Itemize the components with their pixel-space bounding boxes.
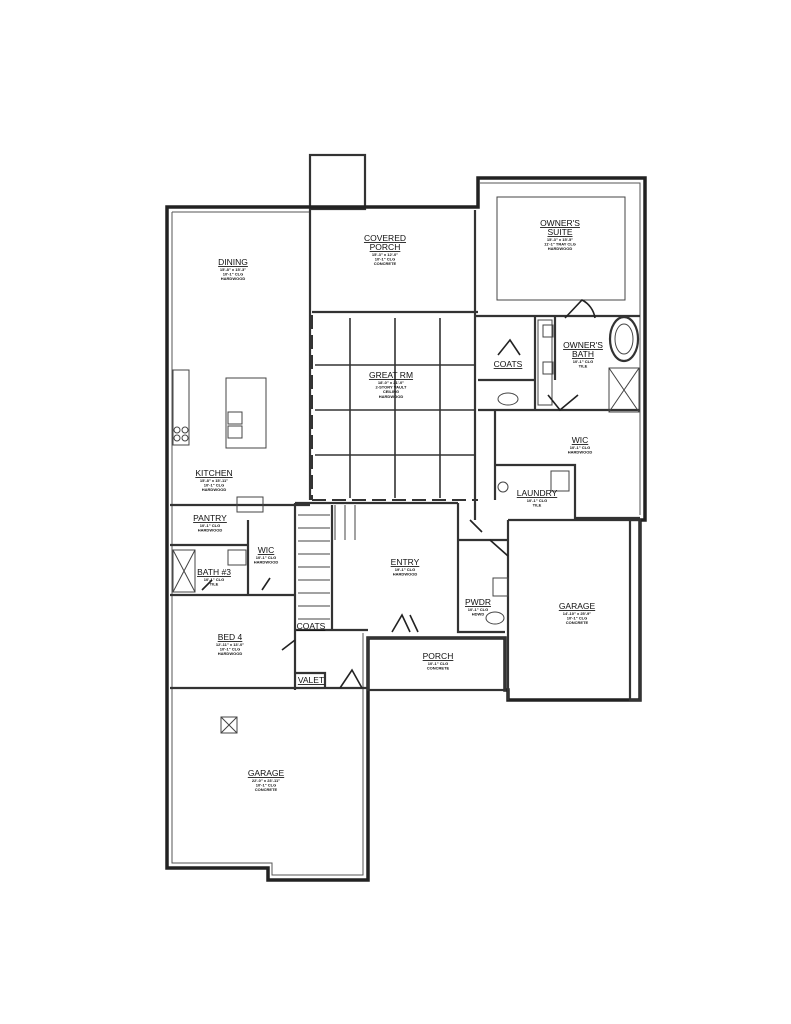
room-name: GARAGE bbox=[559, 601, 596, 611]
room-detail: 12'-11" x 13'-0" bbox=[216, 642, 244, 647]
room-coats-lower: COATS bbox=[297, 621, 326, 631]
room-detail: 14'-10" x 25'-9" bbox=[563, 611, 591, 616]
room-name: ENTRY bbox=[391, 557, 420, 567]
room-detail: 19'-1" CLG bbox=[395, 567, 415, 572]
room-detail: TILE bbox=[533, 503, 542, 508]
room-name: GREAT RM bbox=[369, 370, 413, 380]
room-detail: 10'-1" CLG bbox=[375, 257, 395, 262]
room-name: PORCH bbox=[423, 651, 454, 661]
room-name: BATH bbox=[572, 349, 594, 359]
room-name: VALET bbox=[298, 675, 324, 685]
fixtures bbox=[172, 315, 640, 734]
room-detail: HARDWOOD bbox=[254, 560, 279, 565]
room-name: COVERED bbox=[364, 233, 406, 243]
room-detail: HARDWOOD bbox=[379, 394, 404, 399]
bathtub bbox=[608, 315, 640, 363]
room-name: WIC bbox=[572, 435, 589, 445]
room-detail: HARDWOOD bbox=[202, 487, 227, 492]
room-name: SUITE bbox=[547, 227, 572, 237]
room-detail: 10'-1" CLG bbox=[223, 272, 243, 277]
room-detail: HDWD bbox=[472, 612, 485, 617]
room-detail: HARDWOOD bbox=[221, 276, 246, 281]
room-name: OWNER'S bbox=[540, 218, 580, 228]
room-detail: TILE bbox=[579, 364, 588, 369]
room-name: LAUNDRY bbox=[517, 488, 558, 498]
room-name: PWDR bbox=[465, 597, 491, 607]
room-detail: CONCRETE bbox=[374, 261, 397, 266]
room-detail: 15'-8" x 15'-11" bbox=[200, 478, 228, 483]
room-detail: 10'-1" CLG bbox=[573, 359, 593, 364]
room-name: WIC bbox=[258, 545, 275, 555]
room-detail: 18'-0" x 21'-0" bbox=[378, 380, 404, 385]
room-detail: HARDWOOD bbox=[568, 450, 593, 455]
great-room-beams bbox=[315, 318, 475, 498]
room-name: PANTRY bbox=[193, 513, 227, 523]
stairs bbox=[298, 505, 356, 620]
room-detail: CEILING bbox=[383, 389, 399, 394]
room-detail: 15'-8" x 15'-3" bbox=[220, 267, 246, 272]
room-detail: 11'-1" TRAY CLG bbox=[544, 242, 576, 247]
room-coats-upper: COATS bbox=[494, 359, 523, 369]
room-detail: 15'-3" x 12'-0" bbox=[372, 252, 398, 257]
room-name: OWNER'S bbox=[563, 340, 603, 350]
room-detail: 10'-1" CLG bbox=[204, 577, 224, 582]
room-detail: 10'-1" CLG bbox=[220, 647, 240, 652]
interior-walls bbox=[170, 196, 642, 702]
room-detail: 10'-1" CLG bbox=[200, 523, 220, 528]
room-detail: 2-STORY VAULT bbox=[376, 385, 407, 390]
room-valet: VALET bbox=[298, 675, 324, 685]
room-detail: 10'-1" CLG bbox=[468, 607, 488, 612]
room-name: KITCHEN bbox=[195, 468, 232, 478]
room-name: PORCH bbox=[370, 242, 401, 252]
room-detail: 10'-1" CLG bbox=[570, 445, 590, 450]
room-detail: 15'-3" x 15'-5" bbox=[547, 237, 573, 242]
room-detail: TILE bbox=[210, 582, 219, 587]
room-name: DINING bbox=[218, 257, 248, 267]
room-detail: 10'-1" CLG bbox=[256, 783, 276, 788]
room-name: COATS bbox=[297, 621, 326, 631]
room-detail: HARDWOOD bbox=[393, 572, 418, 577]
room-detail: HARDWOOD bbox=[198, 528, 223, 533]
room-detail: CONCRETE bbox=[255, 787, 278, 792]
toilet bbox=[497, 392, 519, 406]
room-name: BED 4 bbox=[218, 632, 243, 642]
room-detail: HARDWOOD bbox=[218, 651, 243, 656]
room-detail: 22'-0" x 23'-11" bbox=[252, 778, 280, 783]
doors bbox=[201, 299, 596, 689]
room-detail: CONCRETE bbox=[566, 620, 589, 625]
room-detail: 10'-1" CLG bbox=[204, 483, 224, 488]
room-detail: 10'-1" CLG bbox=[428, 661, 448, 666]
room-detail: CONCRETE bbox=[427, 666, 450, 671]
room-detail: HARDWOOD bbox=[548, 246, 573, 251]
room-name: COATS bbox=[494, 359, 523, 369]
room-name: GARAGE bbox=[248, 768, 285, 778]
room-name: BATH #3 bbox=[197, 567, 231, 577]
room-detail: 10'-1" CLG bbox=[256, 555, 276, 560]
room-detail: 10'-1" CLG bbox=[567, 616, 587, 621]
room-detail: 10'-1" CLG bbox=[527, 498, 547, 503]
